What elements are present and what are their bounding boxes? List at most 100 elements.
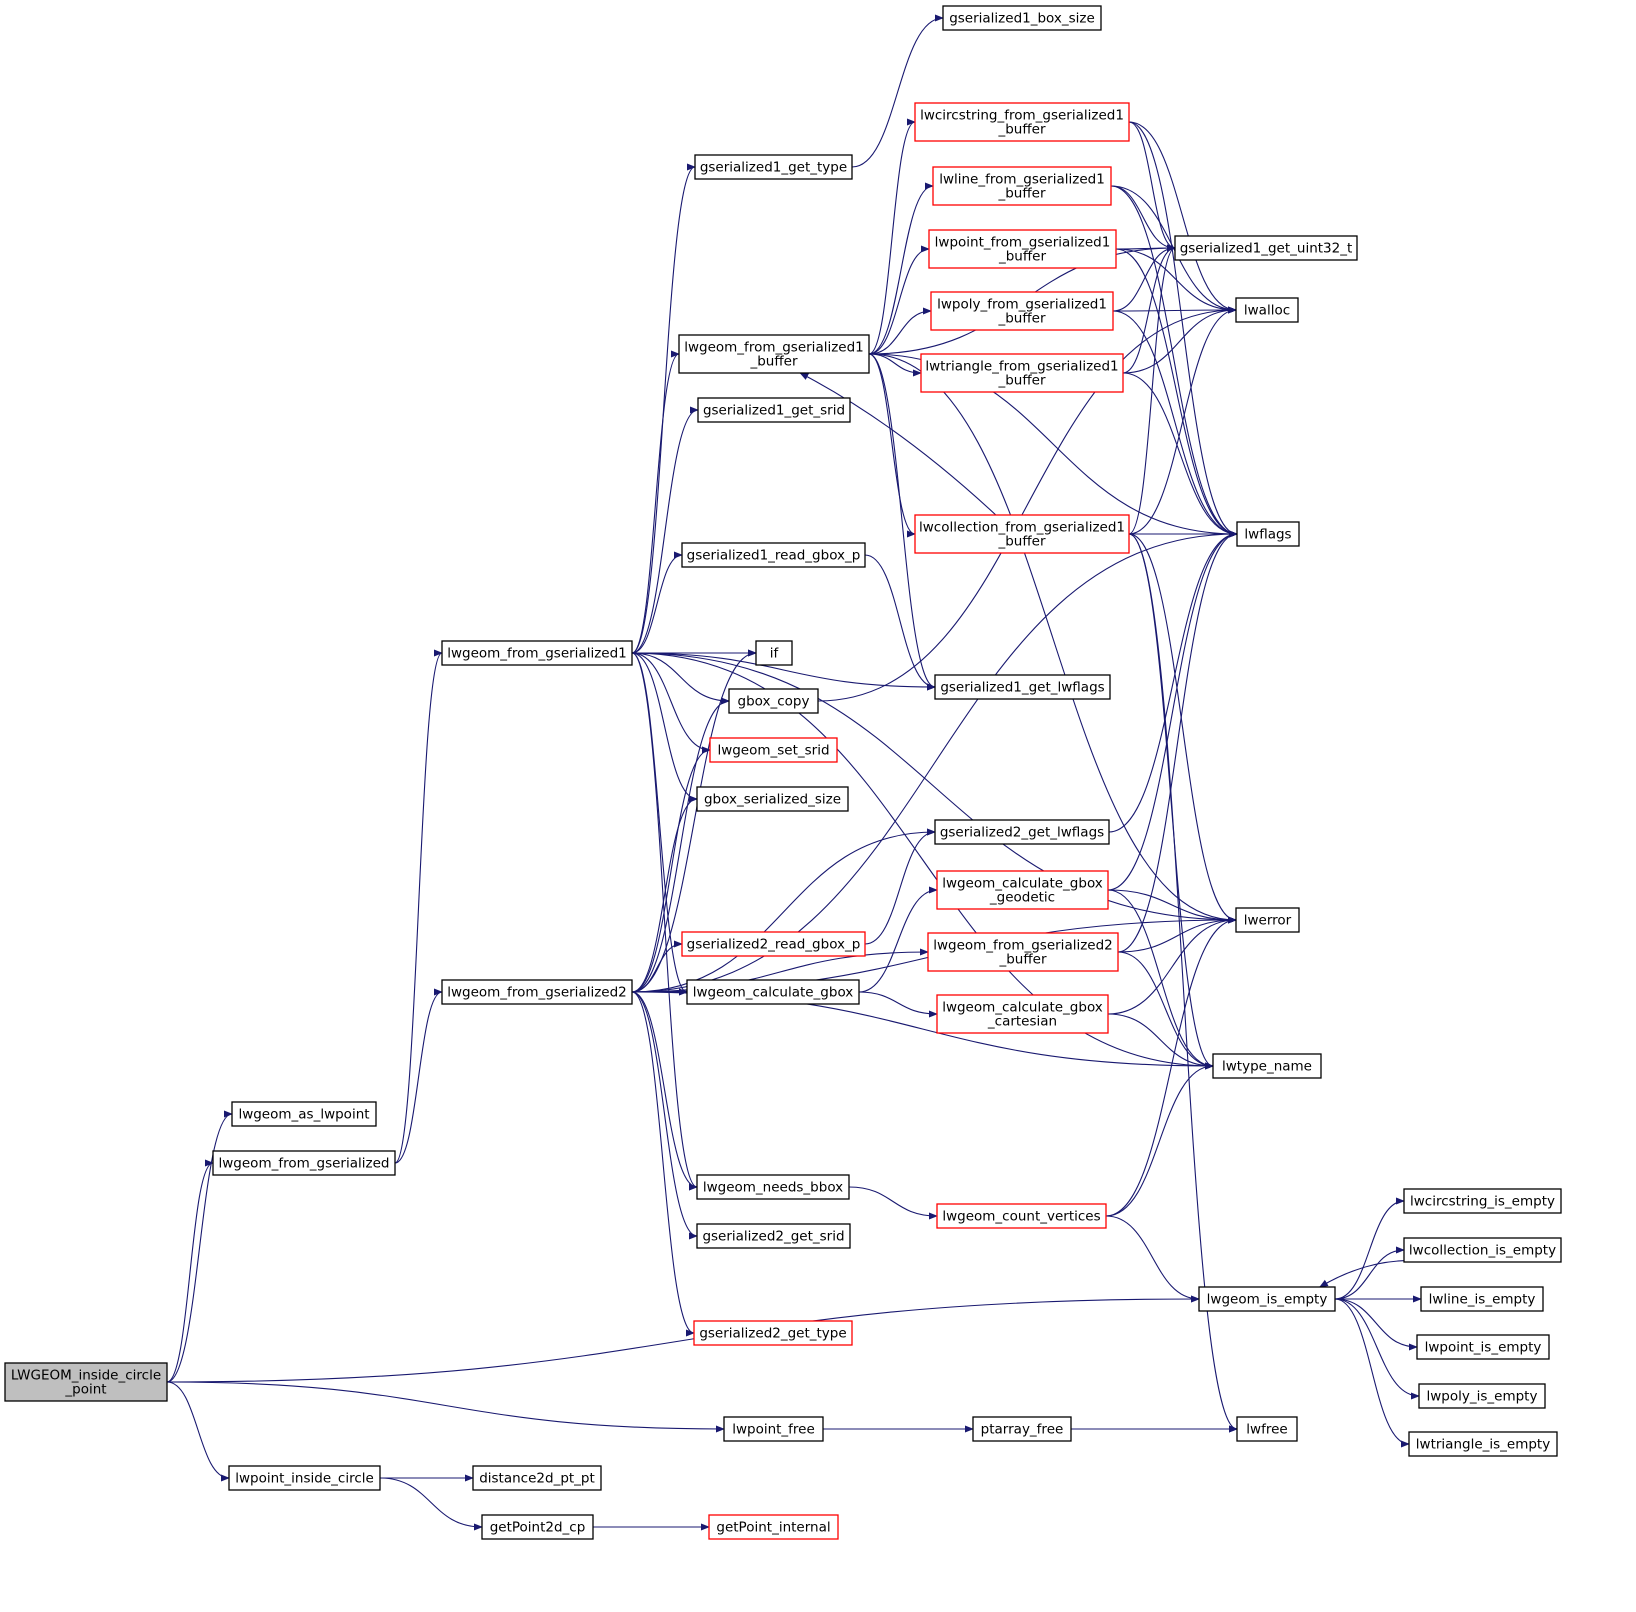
node-tri-is-empty[interactable]: lwtriangle_is_empty	[1408, 1431, 1558, 1457]
edge-coll-is-empty-to-is-empty	[1319, 1260, 1430, 1288]
edge-path	[851, 14, 944, 168]
node-set-srid[interactable]: lwgeom_set_srid	[709, 737, 838, 763]
edge-path	[1122, 372, 1238, 538]
node-g2-read-gbox[interactable]: gserialized2_read_gbox_p	[681, 931, 866, 957]
edge-path	[1128, 121, 1237, 314]
node-label: lwerror	[1244, 913, 1292, 929]
edge-path	[631, 551, 683, 654]
node-label: gserialized2_get_lwflags	[940, 825, 1104, 841]
node-line-from-g1[interactable]: lwline_from_gserialized1_buffer	[932, 166, 1112, 206]
node-if[interactable]: if	[755, 640, 793, 666]
edge-from-gser2-to-g2-get-type	[631, 991, 695, 1337]
node-box	[934, 674, 1111, 700]
node-from-gser[interactable]: lwgeom_from_gserialized	[212, 1150, 396, 1176]
node-calc-gbox-geo[interactable]: lwgeom_calculate_gbox_geodetic	[936, 870, 1109, 910]
node-lwtype-name[interactable]: lwtype_name	[1212, 1053, 1322, 1079]
node-pt-inside-circle[interactable]: lwpoint_inside_circle	[228, 1465, 381, 1491]
node-circ-is-empty[interactable]: lwcircstring_is_empty	[1403, 1188, 1562, 1214]
node-label: distance2d_pt_pt	[479, 1471, 595, 1487]
edge-from-gser-to-from-gser1	[394, 649, 443, 1164]
node-getpt2d[interactable]: getPoint2d_cp	[481, 1514, 594, 1540]
node-calc-gbox-cart[interactable]: lwgeom_calculate_gbox_cartesian	[936, 994, 1109, 1034]
edge-from-gser1-to-lwerror	[631, 652, 1237, 924]
edge-tri-from-g1-to-lwalloc	[1122, 306, 1237, 374]
edge-point-from-g1-to-lwflags	[1115, 248, 1238, 538]
node-box	[1408, 1431, 1558, 1457]
node-coll-from-g1[interactable]: lwcollection_from_gserialized1_buffer	[914, 514, 1130, 554]
node-label: lwline_is_empty	[1429, 1292, 1536, 1308]
node-box	[936, 870, 1109, 910]
node-as-lwpoint[interactable]: lwgeom_as_lwpoint	[231, 1101, 377, 1127]
edge-from-gser1-to-gbox-ser-size	[631, 652, 698, 803]
node-lwflags[interactable]: lwflags	[1236, 521, 1300, 547]
node-tri-from-g1[interactable]: lwtriangle_from_gserialized1_buffer	[920, 353, 1124, 393]
node-coll-is-empty[interactable]: lwcollection_is_empty	[1403, 1237, 1562, 1263]
node-label: _buffer	[997, 373, 1045, 389]
node-box	[930, 291, 1114, 331]
node-g2-get-lwflags[interactable]: gserialized2_get_lwflags	[934, 819, 1110, 845]
node-lwerror[interactable]: lwerror	[1235, 907, 1300, 933]
node-box	[1235, 297, 1299, 323]
edge-path	[166, 1110, 233, 1383]
edge-path	[1108, 530, 1238, 833]
node-g1-get-uint32[interactable]: gserialized1_get_uint32_t	[1174, 235, 1358, 261]
node-point-from-g1[interactable]: lwpoint_from_gserialized1_buffer	[928, 229, 1117, 269]
node-from-gser1[interactable]: lwgeom_from_gserialized1	[441, 640, 633, 666]
node-g2-get-type[interactable]: gserialized2_get_type	[693, 1320, 853, 1346]
node-label: lwgeom_calculate_gbox	[942, 1000, 1103, 1016]
node-lwalloc[interactable]: lwalloc	[1235, 297, 1299, 323]
node-gbox-ser-size[interactable]: gbox_serialized_size	[696, 786, 849, 812]
node-box	[481, 1514, 594, 1540]
node-poly-is-empty[interactable]: lwpoly_is_empty	[1418, 1383, 1546, 1409]
node-gbox-copy[interactable]: gbox_copy	[728, 688, 819, 714]
node-dist2d[interactable]: distance2d_pt_pt	[472, 1465, 602, 1491]
node-from-gser2[interactable]: lwgeom_from_gserialized2	[441, 979, 633, 1005]
node-label: gserialized1_read_gbox_p	[687, 548, 861, 564]
node-ptarray-free[interactable]: ptarray_free	[972, 1416, 1072, 1442]
node-label: lwflags	[1244, 527, 1291, 543]
node-g1-get-lwflags[interactable]: gserialized1_get_lwflags	[934, 674, 1111, 700]
node-g1-read-gbox[interactable]: gserialized1_read_gbox_p	[681, 542, 866, 568]
node-circ-from-g1[interactable]: lwcircstring_from_gserialized1_buffer	[914, 102, 1130, 142]
edge-circ-from-g1-to-lwflags	[1128, 121, 1238, 538]
node-label: _buffer	[997, 122, 1045, 138]
node-is-empty[interactable]: lwgeom_is_empty	[1198, 1286, 1336, 1312]
node-box	[928, 229, 1117, 269]
node-box	[1212, 1053, 1322, 1079]
node-getpt-int[interactable]: getPoint_internal	[708, 1514, 839, 1540]
edge-g2-get-lwflags-to-lwflags	[1108, 530, 1238, 833]
node-box	[1236, 521, 1300, 547]
edge-path	[1128, 244, 1176, 535]
node-box	[681, 931, 866, 957]
node-poly-from-g1[interactable]: lwpoly_from_gserialized1_buffer	[930, 291, 1114, 331]
edge-path	[864, 554, 936, 691]
node-count-vertices[interactable]: lwgeom_count_vertices	[936, 1203, 1107, 1229]
edge-is-empty-to-tri-is-empty	[1334, 1298, 1410, 1448]
node-point-is-empty[interactable]: lwpoint_is_empty	[1416, 1334, 1550, 1360]
node-from-g2-buf[interactable]: lwgeom_from_gserialized2_buffer	[927, 932, 1119, 972]
node-label: lwpoint_from_gserialized1	[935, 235, 1111, 251]
node-calc-gbox[interactable]: lwgeom_calculate_gbox	[686, 979, 860, 1005]
edge-from-gser2-to-g2-read-gbox	[631, 940, 683, 993]
edge-path	[1105, 916, 1237, 1217]
node-box	[936, 1203, 1107, 1229]
node-label: gserialized1_get_lwflags	[940, 680, 1104, 696]
node-box	[942, 5, 1102, 31]
node-g1-get-type[interactable]: gserialized1_get_type	[694, 154, 853, 180]
node-needs-bbox[interactable]: lwgeom_needs_bbox	[696, 1174, 850, 1200]
node-layer: LWGEOM_inside_circle_pointlwgeom_as_lwpo…	[4, 5, 1562, 1540]
node-label: gbox_serialized_size	[704, 792, 841, 808]
edge-path	[631, 991, 698, 1240]
node-from-g1-buf[interactable]: lwgeom_from_gserialized1_buffer	[678, 334, 870, 374]
node-line-is-empty[interactable]: lwline_is_empty	[1420, 1286, 1544, 1312]
node-pt-free[interactable]: lwpoint_free	[723, 1416, 824, 1442]
node-g2-get-srid[interactable]: gserialized2_get_srid	[696, 1223, 851, 1249]
edge-path	[1107, 889, 1237, 924]
node-label: lwpoly_from_gserialized1	[937, 297, 1107, 313]
node-g1-get-srid[interactable]: gserialized1_get_srid	[697, 397, 851, 423]
edge-tri-from-g1-to-g1-get-uint32	[1122, 244, 1176, 374]
node-g1-box-size[interactable]: gserialized1_box_size	[942, 5, 1102, 31]
edge-path	[868, 353, 916, 538]
edge-root-to-is-empty	[166, 1295, 1200, 1383]
node-lwfree[interactable]: lwfree	[1236, 1416, 1298, 1442]
